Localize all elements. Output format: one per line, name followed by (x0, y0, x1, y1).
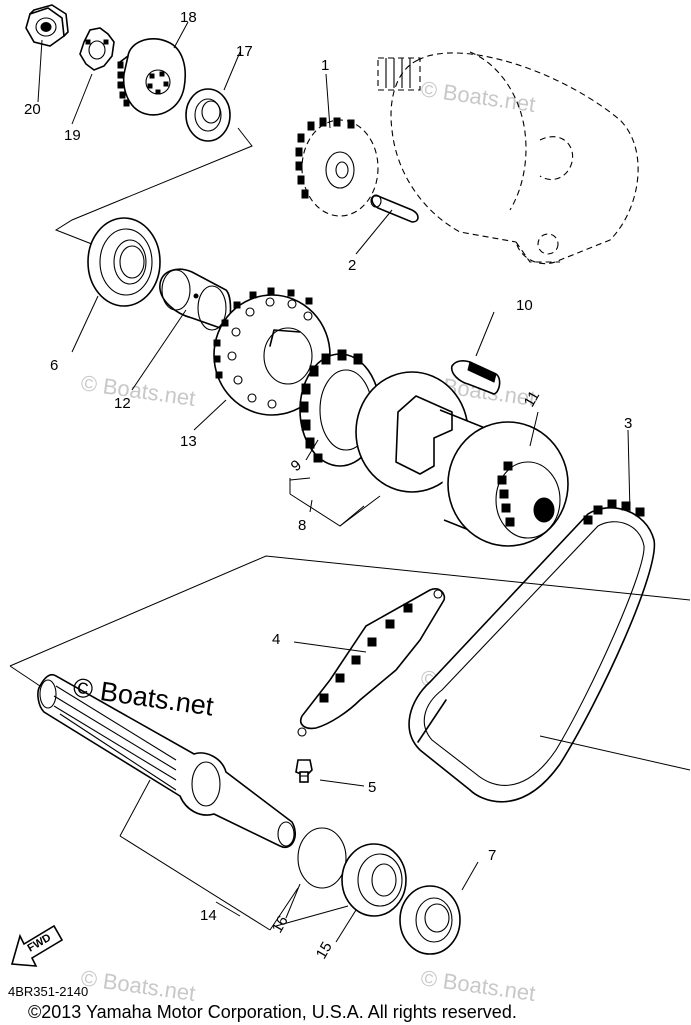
part-14-axle-shaft (37, 673, 296, 849)
part-6-bearing (87, 217, 161, 307)
part-16-o-ring (297, 827, 347, 889)
part-10-key (450, 360, 501, 395)
part-12-collar (159, 268, 232, 331)
callout-15: 15 (313, 939, 336, 962)
callout-10: 10 (516, 297, 533, 314)
callout-14: 14 (200, 907, 217, 924)
starter-motor-outline (377, 51, 639, 265)
watermark-faint: © Boats.net (79, 370, 197, 411)
callout-3: 3 (624, 415, 632, 432)
part-19-lock-washer (79, 27, 115, 71)
part-3-drive-chain (408, 499, 656, 803)
callout-4: 4 (272, 631, 280, 648)
callout-12: 12 (114, 395, 131, 412)
callout-5: 5 (368, 779, 376, 796)
shaft-14-splines (53, 685, 177, 791)
callout-2: 2 (348, 257, 356, 274)
part-4-chain-guide (297, 588, 446, 737)
sprocket-13-teeth (213, 287, 313, 379)
callout-9: 9 (288, 457, 305, 475)
callout-11: 11 (521, 388, 544, 410)
sprocket-13-holes (227, 297, 313, 409)
part-17-oil-seal (185, 88, 231, 142)
copyright-notice: ©2013 Yamaha Motor Corporation, U.S.A. A… (28, 1002, 517, 1022)
part-1-idler-gear (295, 117, 379, 217)
callout-8: 8 (298, 517, 306, 534)
part-5-bolt (295, 759, 313, 783)
callout-20: 20 (24, 101, 41, 118)
callout-7: 7 (488, 847, 496, 864)
watermark-faint: © Boats.net (79, 965, 197, 1006)
callout-19: 19 (64, 127, 81, 144)
part-20-nut (25, 4, 69, 47)
part-18-gear (117, 38, 186, 116)
gear-18-teeth (117, 61, 130, 107)
watermark-faint: © Boats.net (419, 76, 537, 117)
callout-17: 17 (236, 43, 253, 60)
part-2-shaft-pin (370, 194, 419, 223)
callout-13: 13 (180, 433, 197, 450)
part-11-clutch-hub (355, 371, 569, 547)
gear-1-teeth (295, 117, 355, 199)
part-15-bearing (341, 843, 407, 917)
leader-lines (9, 21, 691, 943)
hub-11-spline (497, 461, 515, 527)
guide-4-teeth (319, 603, 413, 703)
part-7-oil-seal (399, 885, 461, 955)
clutch-9-rollers (299, 349, 363, 463)
starter-spline (385, 58, 411, 88)
watermark-faint: © Boats.net (419, 965, 537, 1006)
watermarks: © Boats.net © Boats.net © Boats.net © Bo… (79, 76, 537, 1006)
callout-16: 16 (269, 913, 292, 936)
drawing-code: 4BR351-2140 (8, 984, 88, 999)
callout-18: 18 (180, 9, 197, 26)
group-bracket-17 (54, 127, 253, 249)
callout-1: 1 (321, 57, 329, 74)
callouts: 1 2 3 4 5 6 7 8 9 10 11 12 13 14 15 16 1… (24, 9, 632, 962)
fwd-arrow-icon: FWD (10, 924, 64, 967)
callout-6: 6 (50, 357, 58, 374)
